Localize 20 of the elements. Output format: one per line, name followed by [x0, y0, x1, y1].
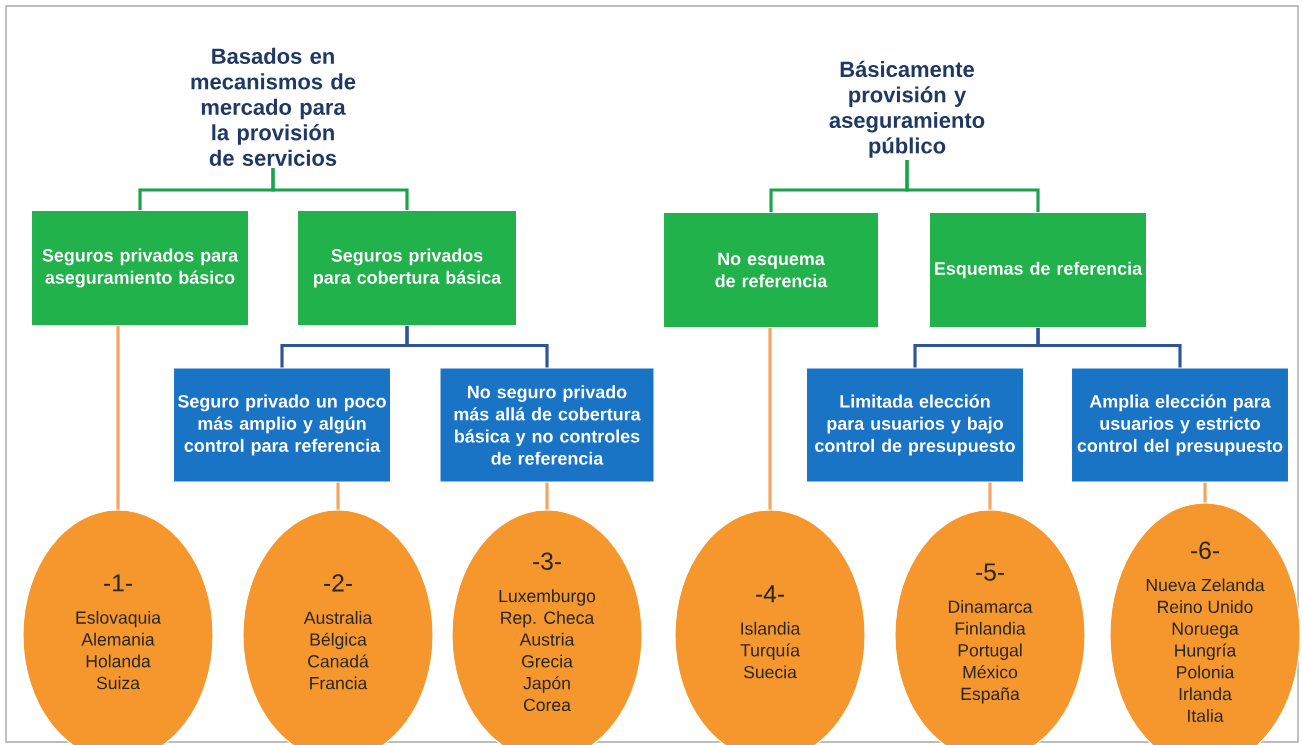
subcategory-box: No seguro privado más allá de cobertura básica y no controles de referencia [439, 367, 655, 483]
connector-line [405, 326, 549, 368]
connector-line [988, 482, 992, 510]
category-box: Seguros privados para cobertura básica [296, 209, 518, 326]
connector-line [545, 482, 549, 510]
connector-line [336, 482, 340, 510]
connector-line [1036, 328, 1182, 368]
connector-line [116, 326, 120, 510]
heading-text: Basados en mecanismos de mercado para la provisión de servicios [191, 47, 356, 166]
category-box: Esquemas de referencia [928, 211, 1148, 328]
connector-line [768, 328, 772, 510]
category-box: No esquema de referencia [662, 211, 880, 328]
subcategory-box: Limitada elección para usuarios y bajo control de presupuesto [805, 367, 1025, 483]
subcategory-box: Amplia elección para usuarios y estricto control del presupuesto [1070, 367, 1290, 483]
connector-line [271, 168, 409, 210]
connector-line [905, 160, 1040, 212]
connector-line [1203, 482, 1207, 503]
category-box: Seguros privados para aseguramiento básico [30, 209, 250, 326]
heading-text: Básicamente provisión y aseguramiento público [829, 60, 985, 158]
subcategory-box: Seguro privado un poco más amplio y algún control para referencia [172, 367, 392, 483]
